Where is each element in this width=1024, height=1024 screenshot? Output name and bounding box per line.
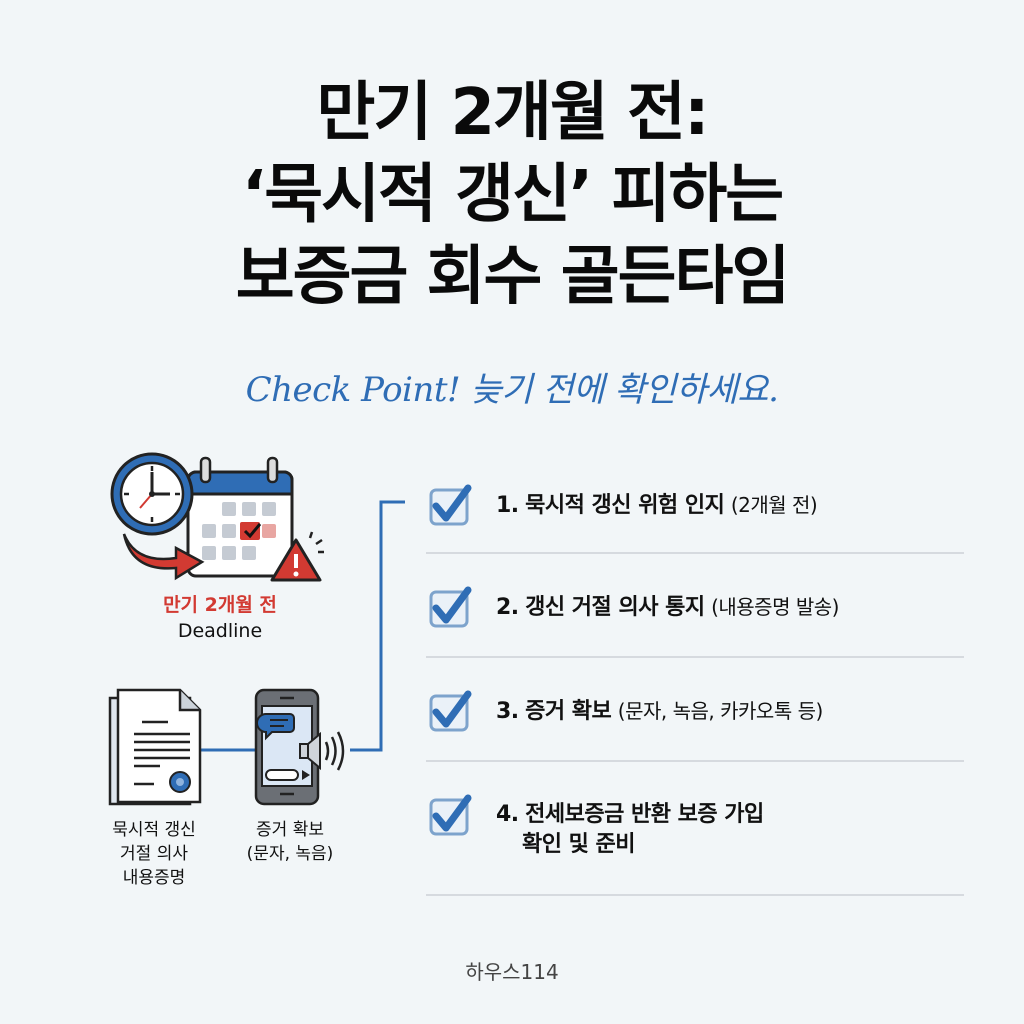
checkbox-checked-icon[interactable]	[428, 482, 474, 528]
checkbox-checked-icon[interactable]	[428, 584, 474, 630]
checklist-item-3[interactable]: 3. 증거 확보 (문자, 녹음, 카카오톡 등)	[426, 658, 964, 762]
item-title: 증거 확보	[525, 699, 612, 724]
checklist: 1. 묵시적 갱신 위험 인지 (2개월 전) 2. 갱신 거절 의사 통지 (…	[426, 470, 964, 896]
clock-calendar-warning-icon	[106, 444, 330, 584]
item-note: (문자, 녹음, 카카오톡 등)	[617, 699, 824, 723]
certified-document-icon	[108, 688, 204, 808]
title-line-1: 만기 2개월 전:	[316, 76, 709, 150]
checkbox-checked-icon[interactable]	[428, 688, 474, 734]
item-title: 갱신 거절 의사 통지	[525, 595, 705, 620]
item-note: (내용증명 발송)	[711, 595, 839, 619]
item-title: 묵시적 갱신 위험 인지	[525, 493, 725, 518]
checklist-item-1[interactable]: 1. 묵시적 갱신 위험 인지 (2개월 전)	[426, 470, 964, 554]
item-number: 3.	[496, 699, 519, 724]
document-label: 묵시적 갱신 거절 의사 내용증명	[112, 820, 196, 888]
checklist-item-2[interactable]: 2. 갱신 거절 의사 통지 (내용증명 발송)	[426, 554, 964, 658]
phone-label: 증거 확보 (문자, 녹음)	[246, 820, 334, 864]
checklist-item-4[interactable]: 4. 전세보증금 반환 보증 가입 확인 및 준비	[426, 762, 964, 896]
subtitle-check-point: Check Point! 늦기 전에 확인하세요.	[245, 370, 779, 410]
deadline-label: 만기 2개월 전	[163, 594, 277, 616]
phone-message-recording-icon	[254, 688, 354, 808]
brand-footer: 하우스114	[465, 960, 559, 984]
item-title-line2: 확인 및 준비	[522, 832, 636, 857]
item-number: 4.	[496, 802, 519, 827]
checkbox-checked-icon[interactable]	[428, 792, 474, 838]
item-number: 2.	[496, 595, 519, 620]
item-number: 1.	[496, 493, 519, 518]
item-note: (2개월 전)	[730, 493, 818, 517]
title-line-3: 보증금 회수 골든타임	[235, 240, 790, 314]
title-line-2: ‘묵시적 갱신’ 피하는	[241, 158, 784, 232]
deadline-label-en: Deadline	[177, 620, 263, 642]
item-title: 전세보증금 반환 보증 가입	[525, 802, 764, 827]
page-title: 만기 2개월 전: ‘묵시적 갱신’ 피하는 보증금 회수 골든타임	[0, 72, 1024, 318]
